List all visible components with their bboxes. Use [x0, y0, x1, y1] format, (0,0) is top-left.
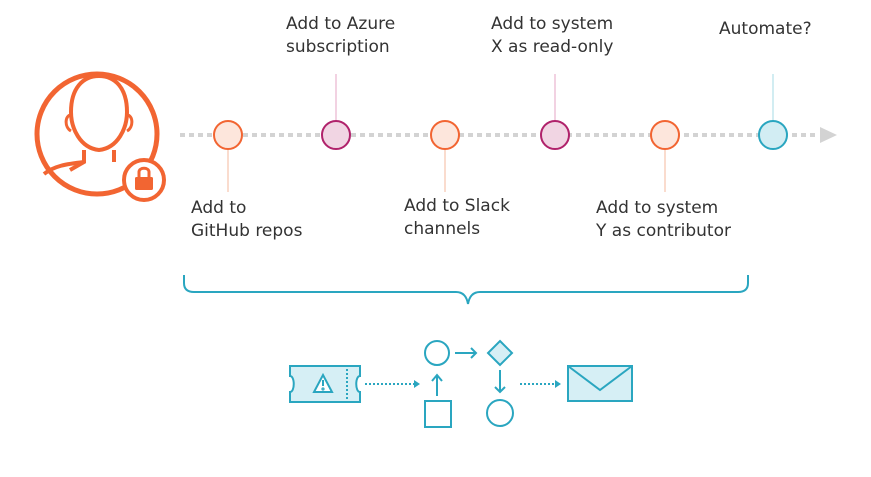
step-node-system-y — [650, 120, 680, 150]
step-label-line: Add to Azure — [286, 14, 396, 34]
step-label-line: X as read-only — [491, 37, 614, 57]
flowchart-icon — [424, 339, 514, 428]
step-label-slack: Add to Slack channels — [404, 195, 510, 241]
timeline-arrowhead — [820, 127, 837, 143]
step-node-azure — [321, 120, 351, 150]
step-label-line: channels — [404, 219, 481, 239]
step-node-slack — [430, 120, 460, 150]
step-label-azure: Add to Azure subscription — [286, 13, 395, 59]
dotted-arrow-icon — [365, 380, 420, 388]
step-node-github — [213, 120, 243, 150]
locked-user-icon — [34, 71, 160, 197]
step-label-automate: Automate? — [719, 18, 812, 41]
lock-badge-icon — [122, 158, 166, 202]
step-node-system-x — [540, 120, 570, 150]
step-node-automate — [758, 120, 788, 150]
ticket-icon — [289, 365, 361, 403]
step-label-line: Automate? — [719, 19, 812, 39]
dotted-arrow-icon — [520, 380, 561, 388]
step-label-line: Add to system — [596, 198, 719, 218]
step-label-github: Add to GitHub repos — [191, 197, 302, 243]
step-label-line: Add to system — [491, 14, 614, 34]
step-label-line: Add to Slack — [404, 196, 510, 216]
step-label-line: Y as contributor — [596, 221, 731, 241]
grouping-brace — [183, 275, 749, 305]
envelope-icon — [567, 365, 633, 402]
step-label-line: GitHub repos — [191, 221, 303, 241]
step-label-line: Add to — [191, 198, 247, 218]
step-label-system-x: Add to system X as read-only — [491, 13, 613, 59]
step-label-line: subscription — [286, 37, 390, 57]
step-label-system-y: Add to system Y as contributor — [596, 197, 731, 243]
